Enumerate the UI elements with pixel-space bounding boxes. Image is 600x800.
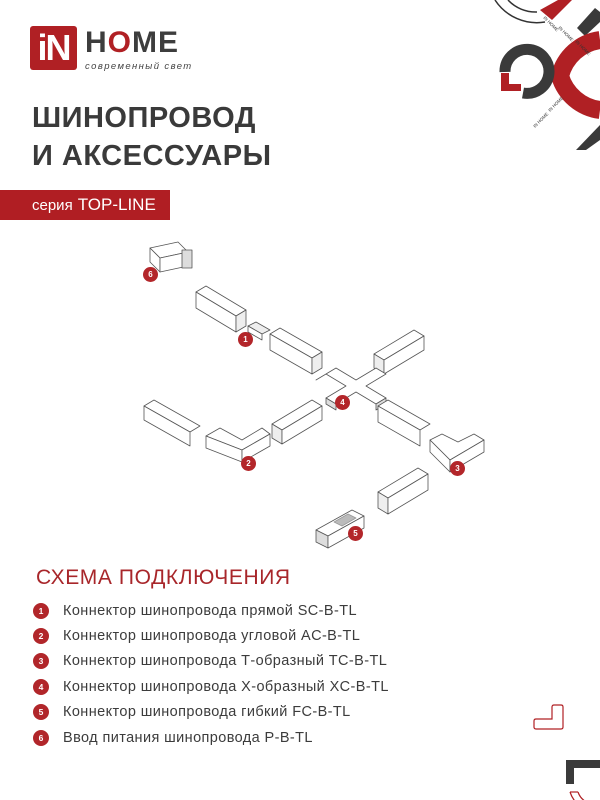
legend-number-badge: 3 [33, 653, 49, 670]
legend-label: Коннектор шинопровода Т-образный TC-B-TL [63, 653, 388, 670]
legend-item: 3 Коннектор шинопровода Т-образный TC-B-T… [33, 649, 389, 674]
series-name: TOP-LINE [77, 195, 156, 214]
legend-label: Коннектор шинопровода Х-образный XC-B-TL [63, 678, 389, 695]
series-prefix: серия [32, 196, 73, 214]
decor-top-right-icon: IN HOME IN HOME IN HOME IN HOME IN HOME [494, 0, 600, 150]
legend-label: Коннектор шинопровода угловой AC-B-TL [63, 628, 361, 645]
legend-number-badge: 2 [33, 628, 49, 645]
diagram-badge-6: 6 [143, 267, 158, 282]
logo-house-o-icon: O [107, 26, 133, 59]
page-title: ШИНОПРОВОД И АКСЕССУАРЫ [32, 99, 272, 175]
logo-in-box: iN [30, 26, 77, 70]
series-banner: серия TOP-LINE [0, 190, 170, 220]
legend-number-badge: 5 [33, 704, 49, 721]
legend-item: 5 Коннектор шинопровода гибкий FC-B-TL [33, 700, 389, 725]
diagram-badge-1: 1 [238, 332, 253, 347]
legend-number-badge: 1 [33, 602, 49, 619]
legend-number-badge: 4 [33, 678, 49, 695]
diagram-badge-4: 4 [335, 395, 350, 410]
brand-logo: iN HOME современный свет [30, 26, 193, 72]
legend-item: 2 Коннектор шинопровода угловой AC-B-TL [33, 623, 389, 648]
decor-bottom-right-icon [533, 704, 600, 800]
logo-letters-me: ME [132, 26, 180, 59]
legend-label: Коннектор шинопровода гибкий FC-B-TL [63, 704, 351, 721]
legend-number-badge: 6 [33, 729, 49, 746]
title-line-1: ШИНОПРОВОД [32, 102, 256, 134]
svg-text:IN HOME: IN HOME [547, 96, 564, 113]
legend-item: 4 Коннектор шинопровода Х-образный XC-B-T… [33, 674, 389, 699]
svg-text:IN HOME: IN HOME [557, 25, 574, 42]
legend-label: Ввод питания шинопровода P-B-TL [63, 729, 313, 746]
logo-tagline: современный свет [85, 61, 193, 72]
logo-letter-h: H [85, 26, 108, 59]
svg-text:IN HOME: IN HOME [532, 112, 549, 129]
legend-item: 1 Коннектор шинопровода прямой SC-B-TL [33, 598, 389, 623]
logo-wordmark: HOME [85, 28, 193, 58]
diagram-badge-2: 2 [241, 456, 256, 471]
track-layout-illustration-icon [143, 241, 485, 549]
diagram-badge-5: 5 [348, 526, 363, 541]
scheme-title: СХЕМА ПОДКЛЮЧЕНИЯ [36, 566, 291, 589]
connection-diagram: 6 1 4 2 3 5 [130, 230, 510, 560]
legend-item: 6 Ввод питания шинопровода P-B-TL [33, 725, 389, 750]
title-line-2: И АКСЕССУАРЫ [32, 140, 272, 172]
legend-label: Коннектор шинопровода прямой SC-B-TL [63, 602, 357, 619]
diagram-badge-3: 3 [450, 461, 465, 476]
